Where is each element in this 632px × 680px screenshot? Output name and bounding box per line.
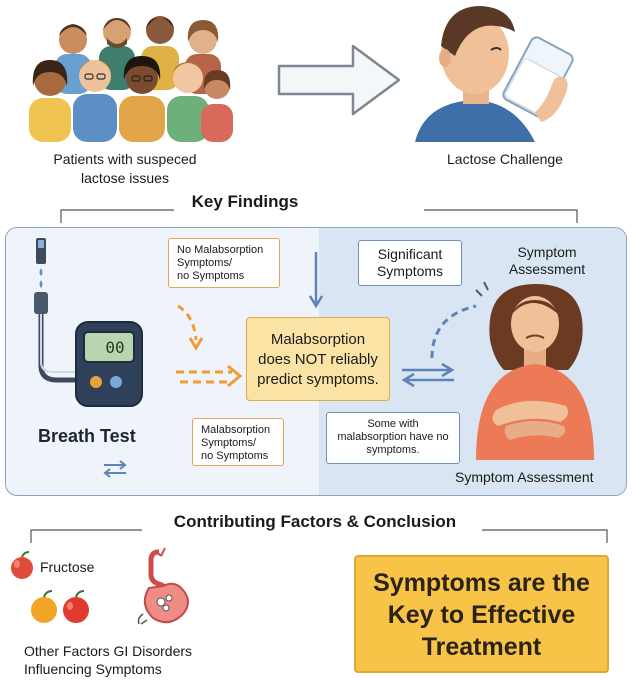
blue-double-arrow (401, 362, 455, 388)
factors-bracket (30, 529, 608, 543)
challenge-caption: Lactose Challenge (447, 151, 563, 167)
bubble-no-malabsorption: No Malabsorption Symptoms/ no Symptoms (168, 238, 280, 288)
key-findings-bracket (60, 209, 578, 223)
person-front-1 (29, 60, 71, 142)
key-findings-heading: Key Findings (191, 192, 299, 211)
breath-test-device (34, 238, 143, 407)
patients-caption: Patients with suspeced lactose issues (53, 151, 197, 186)
fructose-label: Fructose (40, 559, 95, 575)
center-finding-box: Malabsorption does NOT reliably predict … (246, 317, 390, 401)
flow-arrow-icon (277, 44, 401, 116)
person-front-3 (119, 56, 165, 142)
person-front-5 (201, 70, 233, 142)
man-drinking-illustration (415, 6, 574, 142)
patients-illustration (29, 16, 233, 142)
device-display-value: 00 (105, 338, 125, 357)
swap-arrows-icon (103, 460, 127, 478)
factors-heading: Contributing Factors & Conclusion (173, 512, 457, 531)
apple-icon (11, 551, 33, 579)
symptom-assessment-top: Symptom Assessment (508, 244, 586, 277)
blue-down-arrow (308, 252, 324, 309)
symptom-assessment-bottom: Symptom Assessment (455, 469, 594, 485)
conclusion-box: Symptoms are the Key to Effective Treatm… (354, 555, 609, 673)
bubble-some-with: Some with malabsorption have no symptoms… (326, 412, 460, 464)
person-front-2 (73, 60, 117, 142)
person-front-4 (167, 62, 209, 142)
bubble-malabsorption: Malabsorption Symptoms/ no Symptoms (192, 418, 284, 466)
orange-dashed-arrows (176, 304, 243, 388)
other-factors-label: Other Factors GI Disorders Influencing S… (24, 643, 193, 677)
stomach-icon (137, 548, 189, 625)
fruits-icon (31, 590, 89, 623)
bubble-significant-symptoms: Significant Symptoms (358, 240, 462, 286)
woman-stomachache-illustration (475, 281, 594, 460)
breath-test-label: Breath Test (38, 426, 136, 446)
blue-dashed-curve (430, 304, 477, 359)
